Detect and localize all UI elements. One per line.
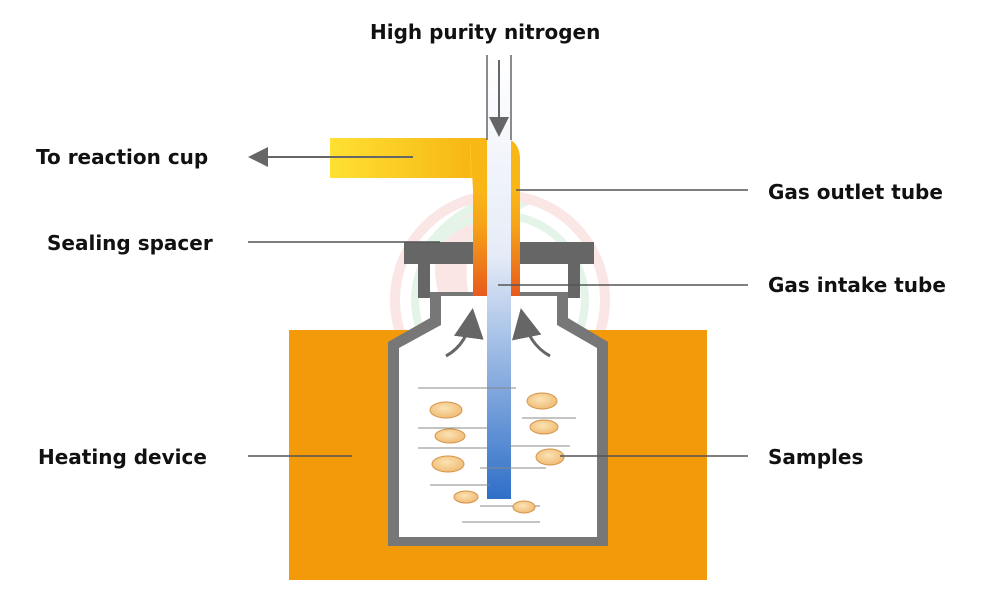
sample — [429, 401, 463, 419]
sample — [526, 392, 558, 410]
flow-arrow-right — [512, 308, 551, 358]
flow-arrow-left — [445, 308, 484, 358]
sample-layer-lines — [418, 387, 576, 523]
label-sealing-spacer: Sealing spacer — [47, 231, 213, 255]
label-gas-outlet-tube: Gas outlet tube — [768, 180, 943, 204]
label-to-reaction-cup: To reaction cup — [36, 145, 209, 169]
sample — [453, 490, 479, 504]
label-samples: Samples — [768, 445, 864, 469]
label-gas-intake-tube: Gas intake tube — [768, 273, 946, 297]
sample — [529, 419, 559, 435]
sample — [431, 455, 465, 473]
leader-lines — [248, 189, 748, 457]
label-high-purity-nitrogen: High purity nitrogen — [370, 20, 601, 44]
label-heating-device: Heating device — [38, 445, 207, 469]
sample — [434, 428, 466, 444]
samples-group — [429, 392, 565, 514]
sample — [535, 448, 565, 466]
sample — [512, 500, 536, 514]
